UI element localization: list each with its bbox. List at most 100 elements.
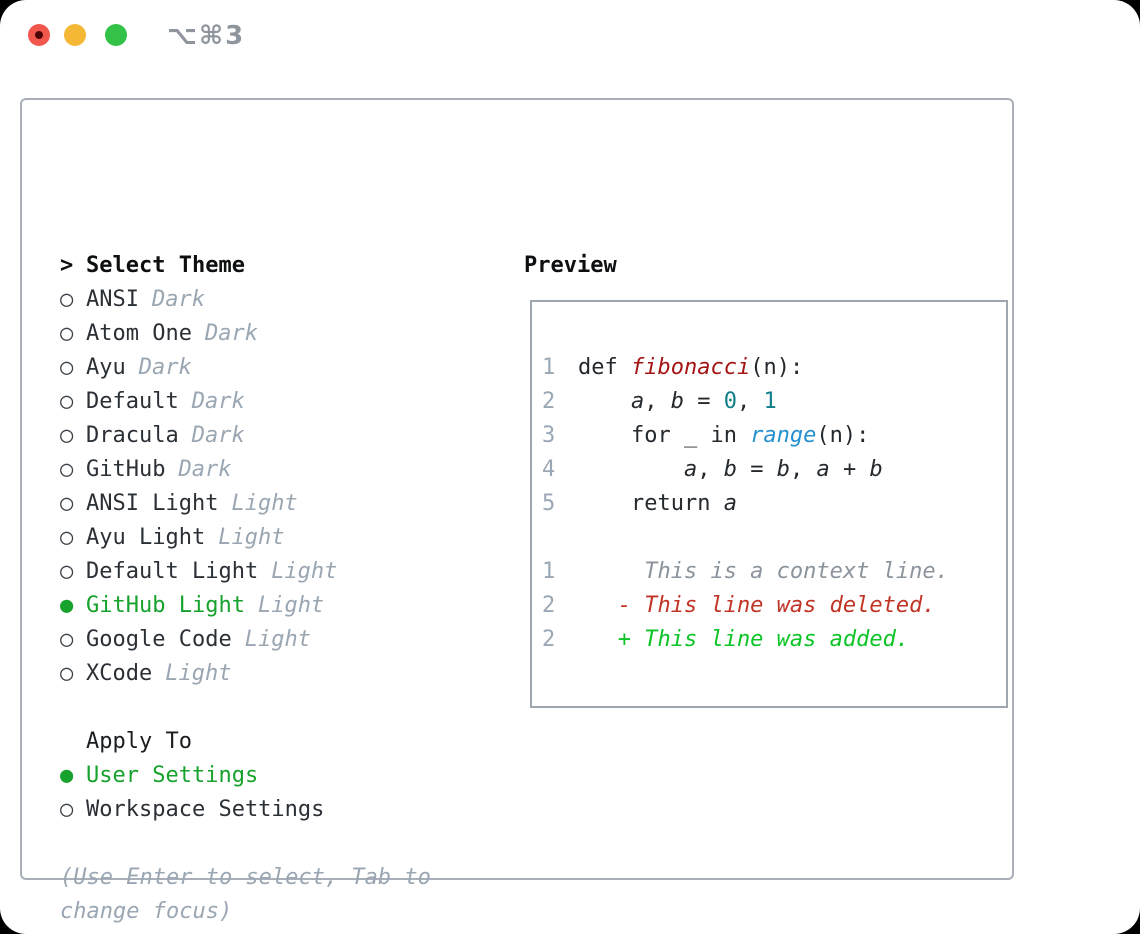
keyboard-hint: (Use Enter to select, Tab to change focu… <box>60 865 431 924</box>
select-theme-header: >Select Theme <box>60 249 460 283</box>
code-segment: , <box>789 457 817 482</box>
code-segment: 1 <box>763 389 777 414</box>
radio-icon: ● <box>60 763 74 788</box>
code-segment: b <box>869 457 883 482</box>
theme-name: XCode <box>86 661 153 686</box>
code-segment: b <box>723 457 737 482</box>
code-segment: , <box>697 457 724 482</box>
theme-name: GitHub <box>86 457 166 482</box>
theme-variant-tag: Light <box>231 491 298 516</box>
code-segment: = <box>683 389 724 414</box>
theme-variant-tag: Light <box>271 559 338 584</box>
code-segment: , <box>736 389 764 414</box>
radio-icon: ○ <box>60 525 74 550</box>
theme-option[interactable]: ○ ANSI Light Light <box>60 487 460 521</box>
theme-variant-tag: Light <box>218 525 285 550</box>
theme-name: Atom One <box>86 321 192 346</box>
theme-variant-tag: Dark <box>191 423 245 448</box>
apply-to-label: Apply To <box>86 729 192 754</box>
theme-option[interactable]: ○ Ayu Light Light <box>60 521 460 555</box>
theme-name: Ayu Light <box>86 525 206 550</box>
line-number: 2 <box>542 389 556 414</box>
code-segment: def <box>578 355 631 380</box>
theme-variant-tag: Dark <box>204 321 258 346</box>
code-segment: + This line was added. <box>578 627 910 652</box>
code-line: 2 - This line was deleted. <box>542 589 1000 623</box>
radio-icon: ○ <box>60 287 74 312</box>
code-segment: a <box>816 457 830 482</box>
minimize-button[interactable] <box>64 24 86 46</box>
line-number: 1 <box>542 559 556 584</box>
code-line <box>542 521 1000 555</box>
theme-option[interactable]: ○ XCode Light <box>60 657 460 691</box>
code-line: 2 + This line was added. <box>542 623 1000 657</box>
zoom-button[interactable] <box>105 24 127 46</box>
code-line: 4 a, b = b, a + b <box>542 453 1000 487</box>
theme-name: ANSI Light <box>86 491 219 516</box>
radio-icon: ○ <box>60 797 74 822</box>
code-segment: b <box>776 457 790 482</box>
line-number: 1 <box>542 355 556 380</box>
theme-name: Google Code <box>86 627 232 652</box>
code-line: 5 return a <box>542 487 1000 521</box>
code-segment: b <box>670 389 684 414</box>
code-segment: fibonacci <box>630 355 751 380</box>
radio-icon: ○ <box>60 627 74 652</box>
close-button[interactable] <box>28 24 50 46</box>
preview-header: Preview <box>524 253 617 278</box>
radio-icon: ○ <box>60 491 74 516</box>
code-segment: range <box>750 423 817 448</box>
radio-icon: ○ <box>60 321 74 346</box>
code-segment <box>578 457 684 482</box>
line-number: 3 <box>542 423 556 448</box>
spacer <box>60 691 460 725</box>
titlebar: ⌥⌘3 <box>0 0 1140 70</box>
code-segment <box>578 389 631 414</box>
theme-name: Dracula <box>86 423 179 448</box>
code-segment: This is a context line. <box>578 559 949 584</box>
radio-icon: ○ <box>60 389 74 414</box>
theme-option[interactable]: ○ Atom One Dark <box>60 317 460 351</box>
theme-option[interactable]: ○ Dracula Dark <box>60 419 460 453</box>
theme-variant-tag: Light <box>165 661 232 686</box>
code-line: 1 def fibonacci(n): <box>542 351 1000 385</box>
theme-variant-tag: Dark <box>151 287 205 312</box>
code-line: 3 for _ in range(n): <box>542 419 1000 453</box>
line-number: 2 <box>542 593 556 618</box>
theme-name: Default <box>86 389 179 414</box>
code-segment: for _ in <box>578 423 751 448</box>
radio-icon: ○ <box>60 355 74 380</box>
line-number: 4 <box>542 457 556 482</box>
apply-to-header: Apply To <box>60 725 460 759</box>
cursor-arrow-icon: > <box>60 253 74 278</box>
theme-variant-tag: Light <box>244 627 311 652</box>
radio-icon: ○ <box>60 661 74 686</box>
radio-icon: ○ <box>60 423 74 448</box>
code-segment: a <box>683 457 698 482</box>
code-segment: a <box>723 491 737 516</box>
apply-to-option[interactable]: ●User Settings <box>60 759 460 793</box>
line-number: 2 <box>542 627 556 652</box>
theme-variant-tag: Light <box>257 593 325 618</box>
code-segment: 0 <box>723 389 737 414</box>
apply-to-option[interactable]: ○Workspace Settings <box>60 793 460 827</box>
code-segment: return <box>578 491 724 516</box>
code-segment: a <box>630 389 645 414</box>
code-segment: = <box>736 457 777 482</box>
theme-option[interactable]: ○ Google Code Light <box>60 623 460 657</box>
apply-to-list: ●User Settings ○Workspace Settings <box>60 759 460 827</box>
preview-pane: 1 def fibonacci(n): 2 a, b = 0, 1 3 for _ i… <box>530 300 1008 708</box>
code-segment: (n): <box>750 355 804 380</box>
theme-variant-tag: Dark <box>138 355 192 380</box>
radio-icon: ● <box>60 593 74 618</box>
